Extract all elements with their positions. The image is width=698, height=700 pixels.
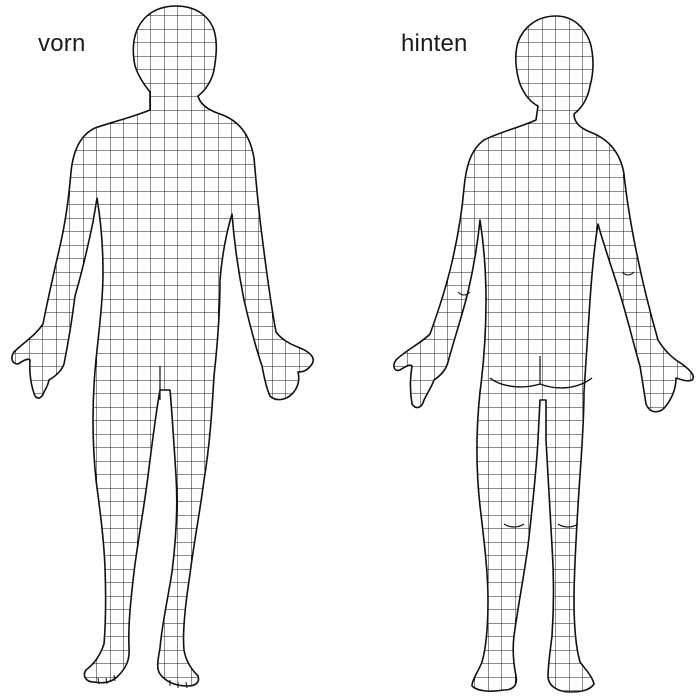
- back-body-figure: [394, 16, 693, 692]
- front-body-figure: [12, 6, 313, 688]
- back-body-outline: [394, 16, 693, 692]
- front-body-outline: [12, 6, 313, 686]
